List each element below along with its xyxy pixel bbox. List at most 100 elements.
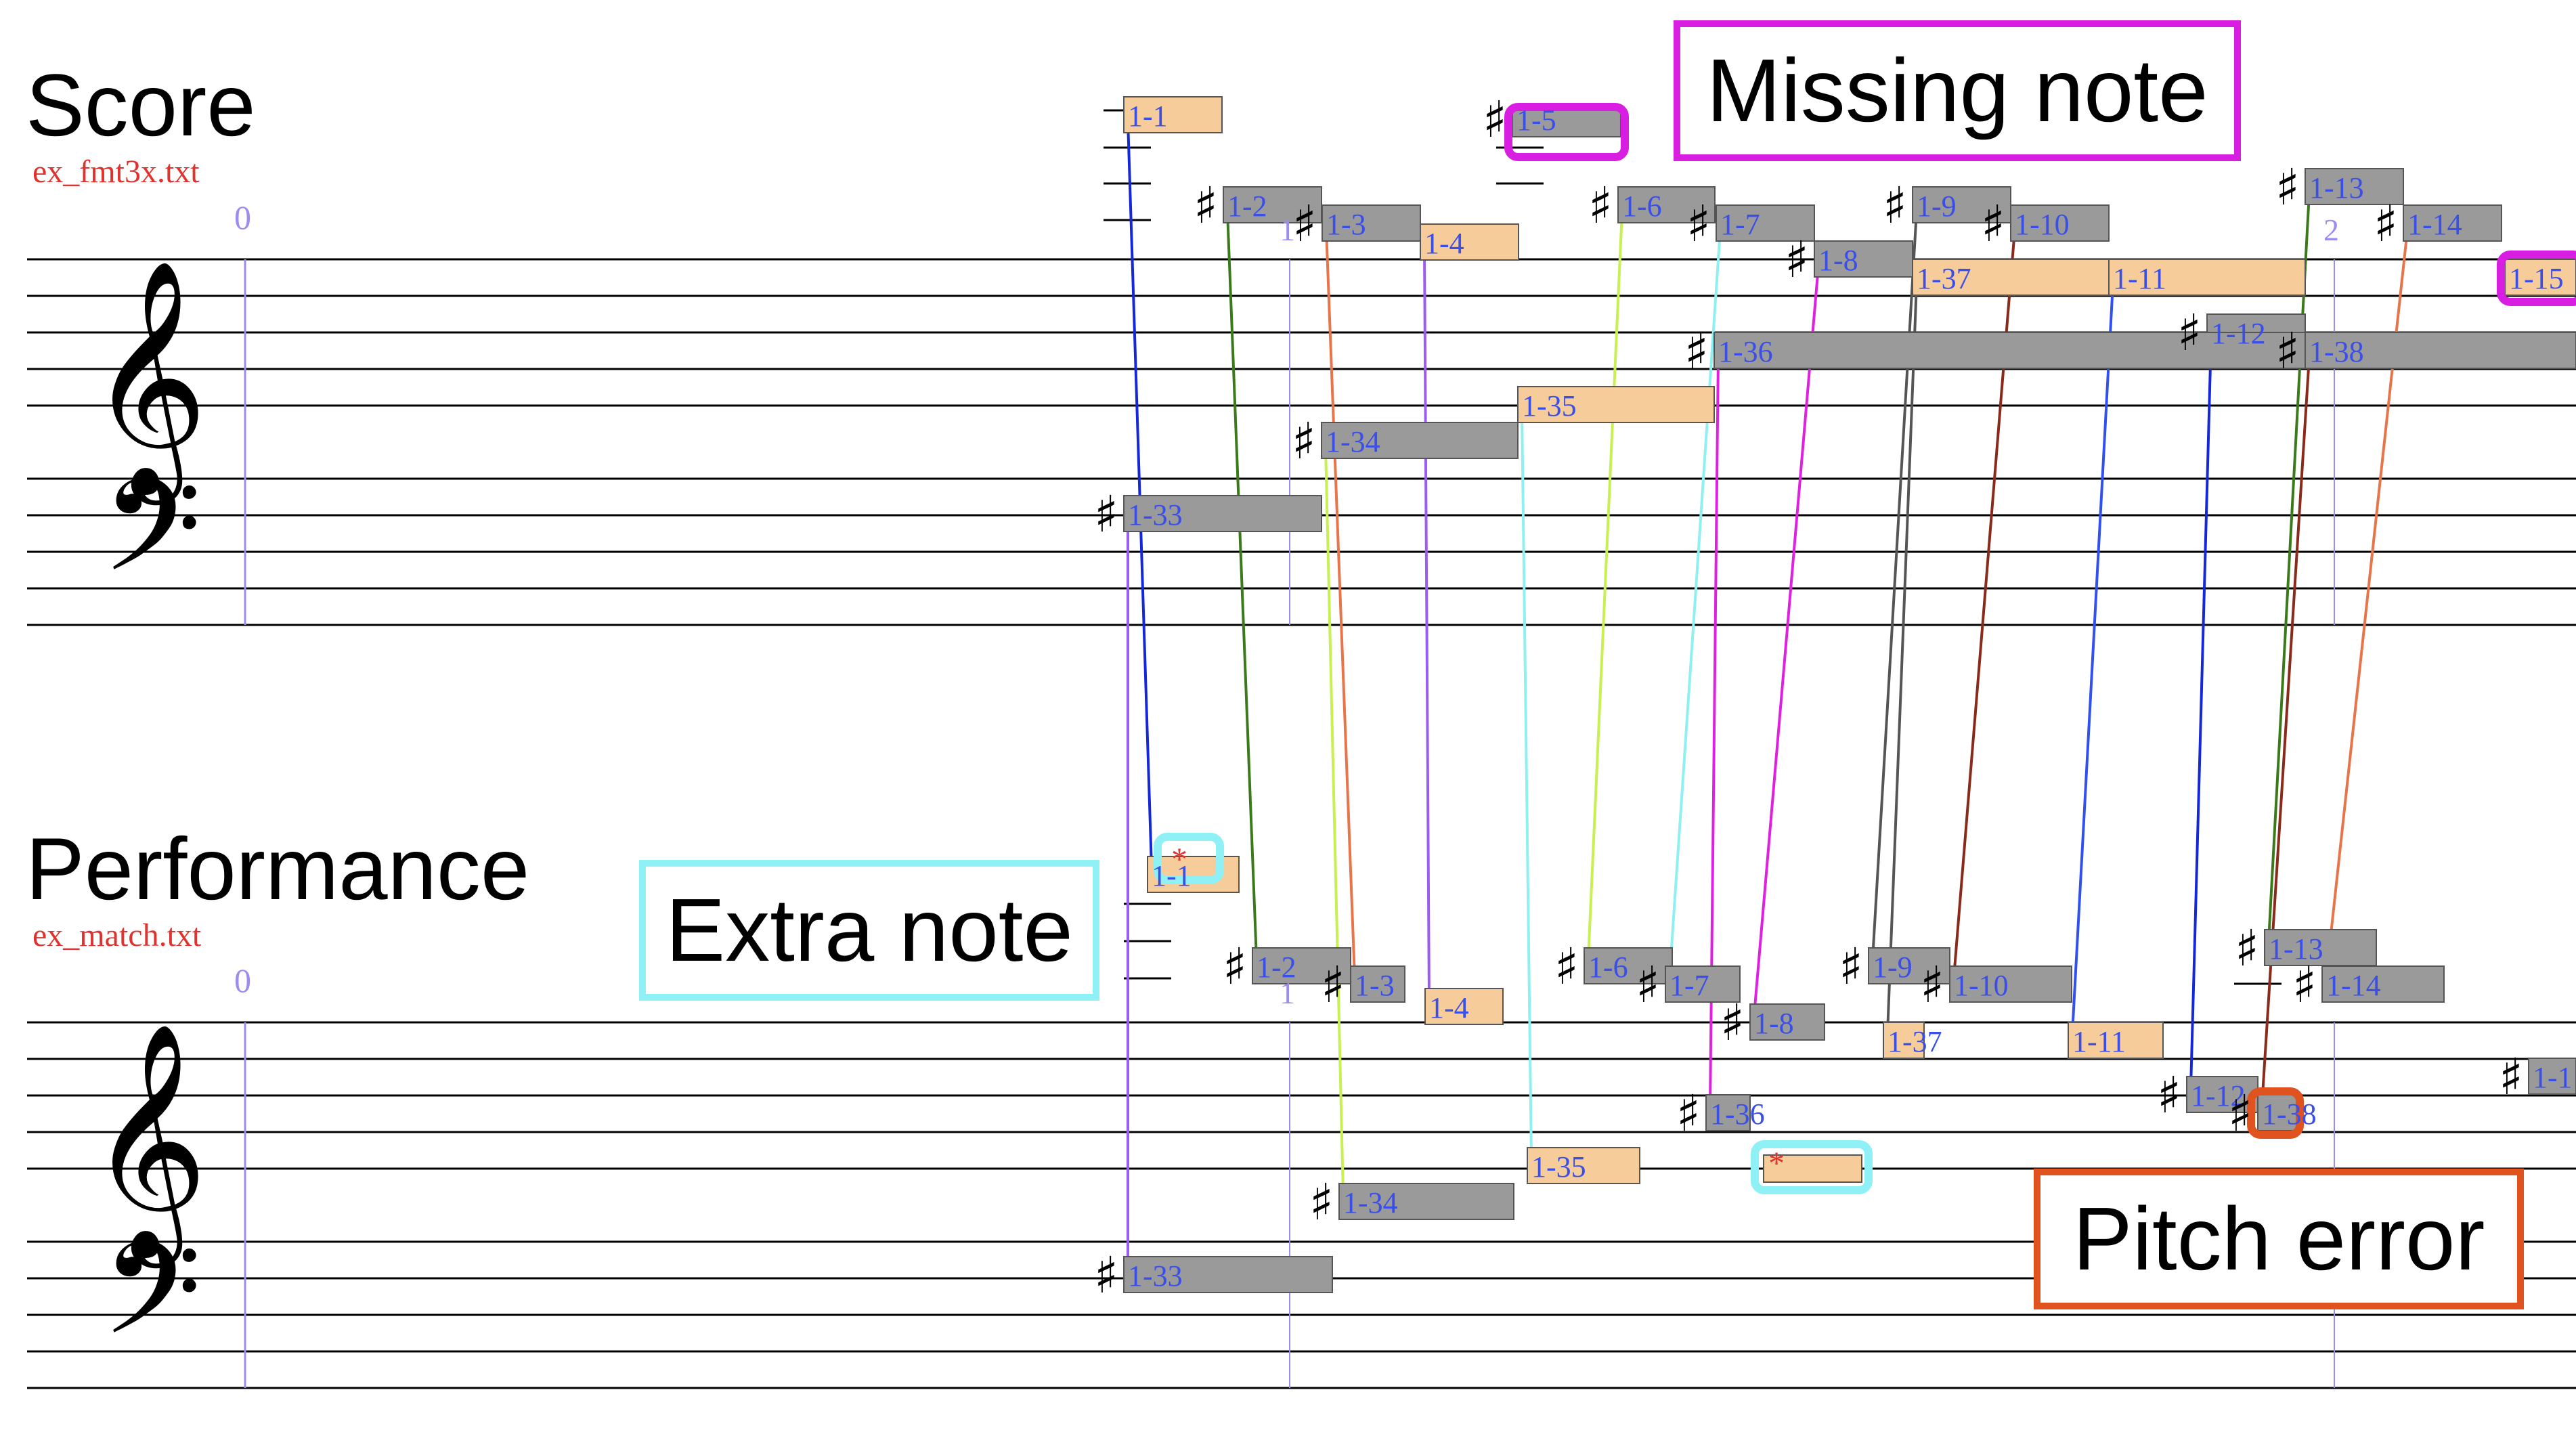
sharp-icon: ♯	[2157, 1066, 2181, 1125]
sharp-icon: ♯	[1676, 1085, 1701, 1143]
performance-note	[2257, 1094, 2302, 1131]
score-note	[1517, 386, 1715, 423]
score-note-label: 1-11	[2113, 262, 2166, 295]
score-note-label: 1-5	[1516, 104, 1556, 137]
performance-note-label: 1-6	[1588, 951, 1628, 984]
performance-note-label: 1-13	[2269, 932, 2323, 965]
time-marker-label: 0	[234, 961, 251, 999]
match-line	[1886, 277, 1918, 1041]
performance-note-label: 1-11	[2072, 1025, 2126, 1058]
score-note-label: 1-37	[1917, 262, 1971, 295]
performance-note-label: 1-37	[1887, 1025, 1942, 1058]
performance-note	[2068, 1022, 2164, 1059]
match-line	[2267, 186, 2311, 948]
sharp-icon: ♯	[2374, 195, 2398, 253]
sharp-icon: ♯	[1839, 938, 1863, 996]
performance-note-label: 1-4	[1429, 991, 1469, 1024]
performance-note	[1705, 1094, 1751, 1131]
match-line	[1753, 259, 1820, 1022]
match-line	[1587, 204, 1623, 966]
score-note-label: 1-13	[2309, 171, 2364, 204]
sharp-icon: ♯	[1720, 994, 1745, 1052]
score-note-label: 1-34	[1326, 425, 1380, 458]
score-note-label: 1-14	[2407, 208, 2462, 241]
staff-layer: 𝄞𝄢𝄞𝄢	[27, 109, 2576, 1395]
performance-note-label: 1-35	[1531, 1150, 1586, 1183]
performance-note-label: 1-3	[1355, 969, 1395, 1002]
score-note	[1321, 422, 1519, 459]
score-note-label: 1-6	[1622, 190, 1662, 223]
score-note	[2305, 168, 2404, 205]
performance-note-label: 1-9	[1873, 951, 1913, 984]
performance-note	[1665, 965, 1741, 1003]
match-line	[1521, 404, 1533, 1166]
extra-note-marker: *	[1171, 842, 1187, 877]
performance-title: Performance	[26, 819, 530, 918]
sharp-icon: ♯	[2275, 158, 2300, 217]
score-note-label: 1-33	[1128, 498, 1183, 531]
score-note	[1716, 204, 1815, 242]
sharp-icon: ♯	[1483, 91, 1507, 149]
score-note	[1123, 495, 1322, 532]
score-note	[1912, 186, 2011, 223]
performance-note-label: 1-2	[1257, 951, 1296, 984]
score-file-name: ex_fmt3x.txt	[32, 154, 200, 190]
score-note-label: 1-9	[1917, 190, 1957, 223]
score-note	[2504, 259, 2576, 296]
performance-note	[1883, 1022, 1925, 1059]
score-note-label: 1-7	[1720, 208, 1760, 241]
time-marker-label: 0	[234, 198, 251, 236]
performance-note	[2321, 965, 2445, 1003]
score-note	[1123, 96, 1223, 133]
score-title: Score	[26, 56, 256, 154]
sharp-icon: ♯	[1588, 177, 1613, 235]
sharp-icon: ♯	[1321, 956, 1345, 1014]
performance-note-label: 1-33	[1128, 1259, 1183, 1293]
score-note-label: 1-10	[2015, 208, 2070, 241]
sharp-icon: ♯	[1686, 195, 1711, 253]
sharp-icon: ♯	[2292, 956, 2317, 1014]
score-note	[2010, 204, 2110, 242]
score-note-label: 1-8	[1818, 244, 1858, 277]
performance-file-name: ex_match.txt	[32, 917, 202, 953]
sharp-icon: ♯	[1636, 956, 1660, 1014]
performance-note	[1252, 947, 1351, 984]
pitch-error-highlight	[2247, 1087, 2304, 1139]
match-line	[1226, 204, 1258, 966]
performance-note-label: 1-36	[1710, 1098, 1765, 1131]
note-layer	[1123, 96, 2576, 1293]
performance-note	[1763, 1154, 1862, 1183]
extra-note-marker: *	[1768, 1146, 1785, 1181]
score-note-label: 1-36	[1718, 335, 1773, 368]
sharp-icon: ♯	[1292, 195, 1317, 253]
sharp-icon: ♯	[2499, 1048, 2523, 1106]
pitch-error-callout: Pitch error	[2034, 1169, 2524, 1309]
bass-clef-icon: 𝄢	[102, 452, 202, 632]
performance-note-label: 1-12	[2191, 1079, 2246, 1112]
score-note-label: 1-12	[2211, 317, 2266, 350]
performance-note	[1527, 1147, 1640, 1184]
score-note	[1617, 186, 1716, 223]
beat-label: 1	[1280, 976, 1295, 1010]
score-note	[1322, 204, 1421, 242]
sharp-icon: ♯	[1883, 177, 1907, 235]
score-note	[2305, 332, 2576, 369]
missing-note-callout: Missing note	[1674, 20, 2241, 161]
match-line	[2071, 277, 2114, 1041]
sharp-icon: ♯	[1194, 177, 1218, 235]
performance-note	[2186, 1076, 2258, 1113]
performance-note	[2264, 929, 2377, 966]
beat-label: 1	[1280, 213, 1295, 247]
extra-note-callout: Extra note	[639, 860, 1099, 1001]
sharp-icon: ♯	[1309, 1173, 1334, 1232]
beat-label: 2	[2323, 213, 2339, 247]
score-note-label: 1-38	[2309, 335, 2364, 368]
sharp-icon: ♯	[1684, 322, 1709, 381]
score-note	[1420, 223, 1519, 261]
sharp-icon: ♯	[1920, 956, 1944, 1014]
bass-clef-icon: 𝄢	[102, 1215, 202, 1395]
performance-note	[1350, 965, 1405, 1003]
performance-note-label: 1-14	[2326, 969, 2381, 1002]
